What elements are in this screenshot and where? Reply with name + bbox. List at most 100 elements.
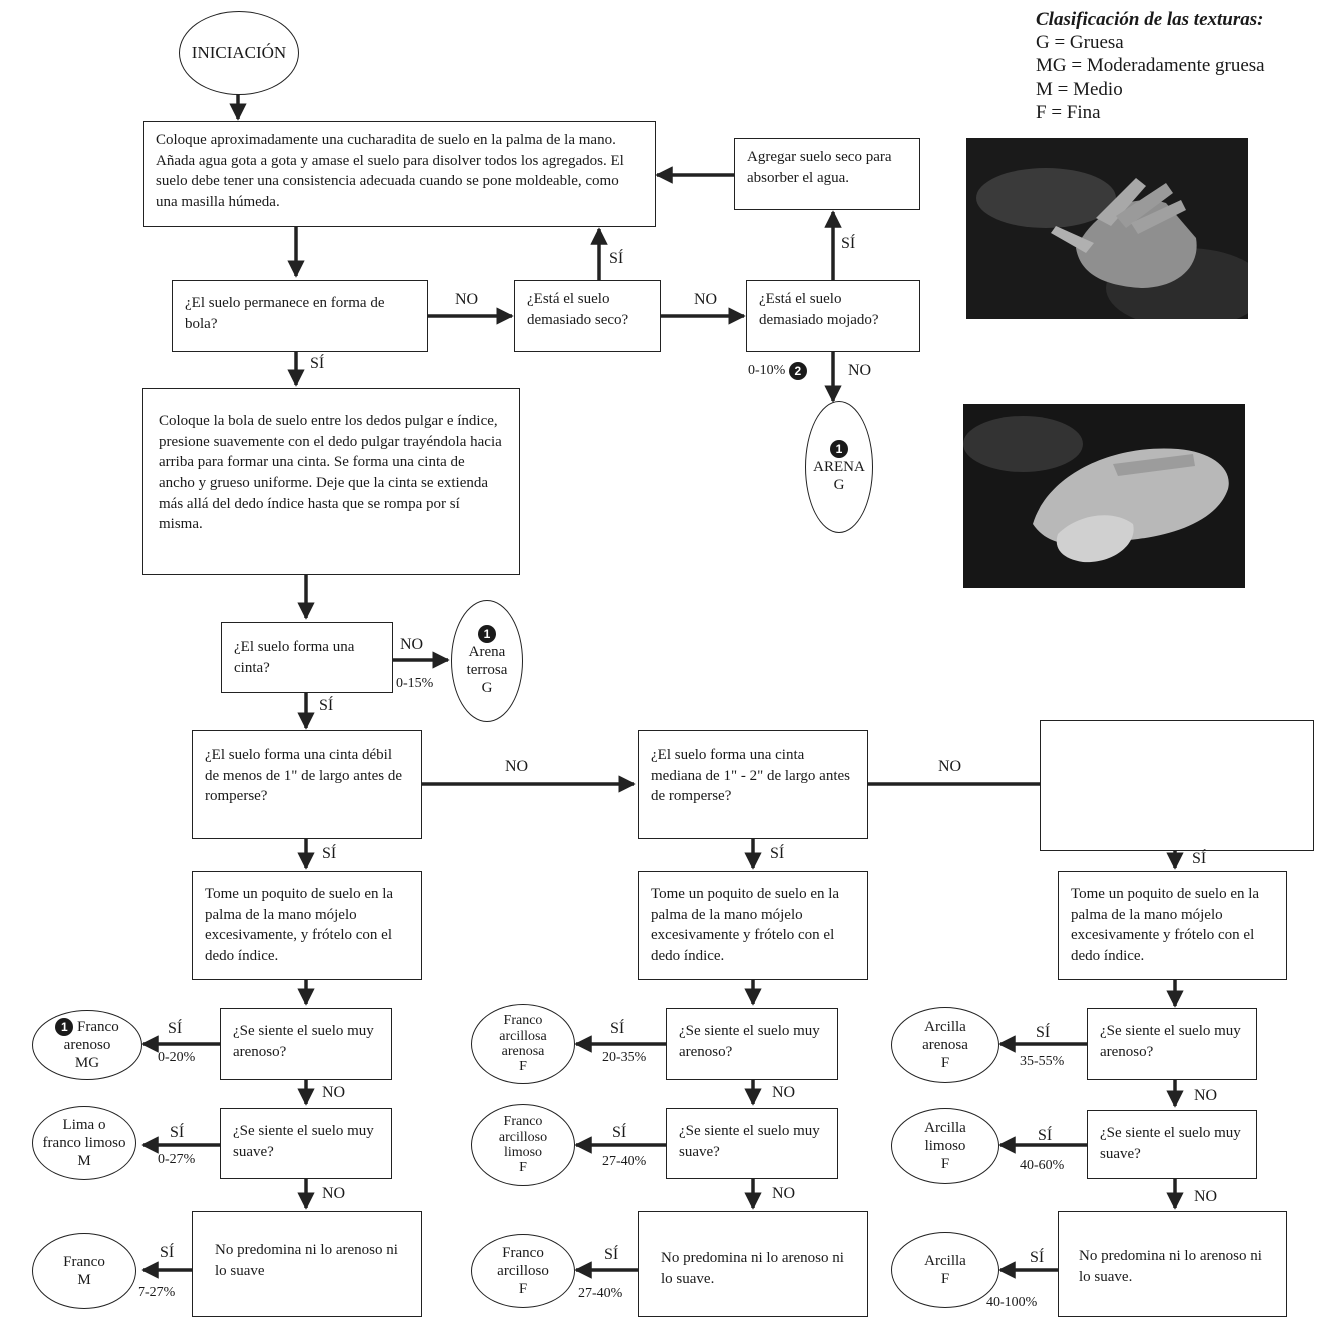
sandy-question-text: ¿Se siente el suelo muy arenoso?: [233, 1023, 374, 1060]
smooth-question-text: ¿Se siente el suelo muy suave?: [233, 1123, 374, 1160]
outcome-class: F: [519, 1059, 527, 1075]
percent-label: 27-40%: [602, 1154, 647, 1169]
rub-text: Tome un poquito de suelo en la palma de …: [1071, 886, 1260, 965]
outcome-label: Franco: [502, 1245, 544, 1261]
blank-box: [1040, 720, 1314, 851]
smooth-question-text: ¿Se siente el suelo muy suave?: [1100, 1125, 1241, 1162]
outcome-label: arenoso: [63, 1037, 111, 1054]
label-yes: SÍ: [168, 1020, 183, 1037]
rub-text: Tome un poquito de suelo en la palma de …: [651, 886, 840, 965]
too-wet-question: ¿Está el suelo demasiado mojado?: [746, 280, 920, 352]
start-label: INICIACIÓN: [191, 42, 287, 62]
outcome-label: Arcilla: [924, 1120, 966, 1136]
footnote-badge: 1: [55, 1018, 74, 1037]
outcome-label: arenosa: [922, 1037, 968, 1053]
outcome-label-row: 1 Franco: [55, 1018, 119, 1037]
label-no: NO: [772, 1185, 796, 1202]
ball-question: ¿El suelo permanece en forma de bola?: [172, 280, 428, 352]
arena-percent-value: 0-10%: [748, 363, 786, 379]
medium-ribbon-text: ¿El suelo forma una cinta mediana de 1" …: [651, 747, 850, 805]
percent-label: 0-20%: [158, 1050, 196, 1065]
texture-legend: Clasificación de las texturas: G = Grues…: [1036, 8, 1265, 124]
outcome-label: terrosa: [466, 662, 508, 678]
outcome-label: Arena: [468, 644, 506, 660]
outcome-label: arcilloso: [498, 1129, 548, 1145]
outcome-label: Franco: [503, 1114, 543, 1130]
label-no: NO: [322, 1084, 346, 1101]
ribbon-instructions: Coloque la bola de suelo entre los dedos…: [142, 388, 520, 575]
sandy-question-text: ¿Se siente el suelo muy arenoso?: [679, 1023, 820, 1060]
moisten-step: Coloque aproximadamente una cucharadita …: [143, 121, 656, 227]
moisten-text: Coloque aproximadamente una cucharadita …: [156, 132, 624, 211]
neither-text: No predomina ni lo arenoso ni lo suave.: [661, 1250, 844, 1287]
neither-step-col3: No predomina ni lo arenoso ni lo suave.: [1058, 1211, 1287, 1317]
outcome-arcilla-limoso: Arcilla limoso F: [891, 1108, 999, 1184]
outcome-class: M: [77, 1272, 91, 1288]
label-no: NO: [455, 291, 479, 308]
label-no: NO: [938, 758, 962, 775]
label-no: NO: [1194, 1188, 1218, 1205]
label-yes: SÍ: [1036, 1024, 1051, 1041]
label-no: NO: [772, 1084, 796, 1101]
add-dry-text: Agregar suelo seco para absorber el agua…: [747, 149, 892, 186]
hand-photo-top-image: [966, 138, 1248, 319]
arena-percent: 0-10% 2: [748, 362, 807, 380]
outcome-class: MG: [74, 1055, 100, 1072]
start-node: INICIACIÓN: [179, 11, 299, 95]
too-dry-question: ¿Está el suelo demasiado seco?: [514, 280, 661, 352]
legend-item: F = Fina: [1036, 101, 1101, 123]
outcome-label: franco limoso: [42, 1135, 126, 1151]
outcome-class: F: [940, 1055, 950, 1071]
smooth-question-col1: ¿Se siente el suelo muy suave?: [220, 1108, 392, 1179]
label-yes: SÍ: [160, 1244, 175, 1261]
weak-ribbon-question: ¿El suelo forma una cinta débil de menos…: [192, 730, 422, 839]
label-no: NO: [848, 362, 872, 379]
smooth-question-col2: ¿Se siente el suelo muy suave?: [666, 1108, 838, 1179]
ribbon-question-text: ¿El suelo forma una cinta?: [234, 639, 355, 676]
sandy-question-col2: ¿Se siente el suelo muy arenoso?: [666, 1008, 838, 1080]
label-yes: SÍ: [612, 1124, 627, 1141]
smooth-question-text: ¿Se siente el suelo muy suave?: [679, 1123, 820, 1160]
outcome-class: M: [77, 1153, 91, 1169]
outcome-franco-arcilloso: Franco arcilloso F: [471, 1234, 575, 1308]
percent-label: 7-27%: [138, 1285, 176, 1300]
ball-question-text: ¿El suelo permanece en forma de bola?: [185, 295, 385, 332]
outcome-class: F: [940, 1271, 950, 1287]
weak-ribbon-text: ¿El suelo forma una cinta débil de menos…: [205, 747, 403, 805]
hand-photo-bottom-image: [963, 404, 1245, 588]
sandy-question-text: ¿Se siente el suelo muy arenoso?: [1100, 1023, 1241, 1060]
outcome-label: Lima o: [62, 1117, 106, 1133]
neither-text: No predomina ni lo arenoso ni lo suave: [215, 1242, 398, 1279]
neither-step-col1: No predomina ni lo arenoso ni lo suave: [192, 1211, 422, 1317]
outcome-class: F: [940, 1156, 950, 1172]
outcome-label: ARENA: [813, 459, 865, 475]
footnote-badge: 1: [830, 440, 848, 458]
outcome-arena-terrosa: 1 Arena terrosa G: [451, 600, 523, 722]
label-yes: SÍ: [1192, 850, 1207, 867]
label-yes: SÍ: [170, 1124, 185, 1141]
label-yes: SÍ: [770, 845, 785, 862]
outcome-class: G: [481, 680, 493, 696]
outcome-class: F: [518, 1281, 528, 1297]
outcome-class: F: [519, 1160, 527, 1176]
sandy-question-col3: ¿Se siente el suelo muy arenoso?: [1087, 1008, 1257, 1080]
rub-step-col3: Tome un poquito de suelo en la palma de …: [1058, 871, 1287, 980]
outcome-class: G: [833, 477, 845, 493]
outcome-lima-franco-limoso: Lima o franco limoso M: [32, 1106, 136, 1180]
percent-label: 0-15%: [396, 676, 434, 691]
outcome-label: Franco: [503, 1013, 543, 1029]
percent-label: 35-55%: [1020, 1054, 1065, 1069]
outcome-arcilla-arenosa: Arcilla arenosa F: [891, 1007, 999, 1083]
percent-label: 0-27%: [158, 1152, 196, 1167]
label-yes: SÍ: [604, 1246, 619, 1263]
outcome-arcilla: Arcilla F: [891, 1232, 999, 1308]
footnote-badge: 1: [478, 625, 496, 643]
label-no: NO: [1194, 1087, 1218, 1104]
sandy-question-col1: ¿Se siente el suelo muy arenoso?: [220, 1008, 392, 1080]
outcome-franco-arenoso: 1 Franco arenoso MG: [32, 1010, 142, 1080]
label-yes: SÍ: [610, 1020, 625, 1037]
footnote-badge: 2: [788, 362, 807, 380]
label-no: NO: [400, 636, 424, 653]
neither-step-col2: No predomina ni lo arenoso ni lo suave.: [638, 1211, 868, 1317]
